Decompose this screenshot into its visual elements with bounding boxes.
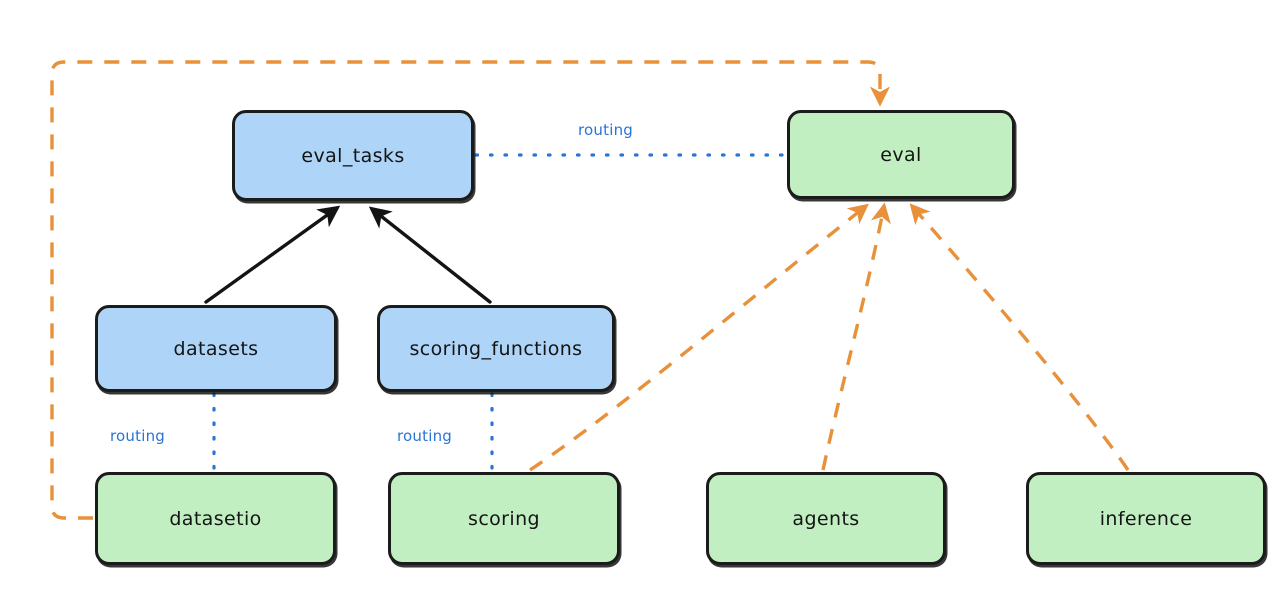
node-scoring[interactable]: scoring bbox=[388, 472, 620, 565]
node-datasets[interactable]: datasets bbox=[95, 305, 337, 392]
edge-scoring-to-eval bbox=[529, 203, 869, 472]
node-agents[interactable]: agents bbox=[706, 472, 946, 565]
edge-label-routing-eval-tasks-eval: routing bbox=[578, 121, 633, 139]
node-label-datasetio: datasetio bbox=[169, 507, 262, 530]
node-label-scoring-functions: scoring_functions bbox=[409, 337, 583, 360]
node-datasetio[interactable]: datasetio bbox=[95, 472, 336, 565]
node-label-agents: agents bbox=[792, 507, 860, 530]
node-eval-tasks[interactable]: eval_tasks bbox=[232, 110, 474, 201]
edge-datasets-to-eval-tasks bbox=[204, 205, 341, 304]
node-label-scoring: scoring bbox=[468, 507, 540, 530]
edge-scoring-functions-to-eval-tasks bbox=[368, 206, 492, 304]
node-scoring-functions[interactable]: scoring_functions bbox=[377, 305, 615, 392]
edge-label-routing-scoring-functions-scoring: routing bbox=[397, 427, 452, 445]
dependency-edges bbox=[50, 60, 1130, 520]
node-label-eval: eval bbox=[880, 143, 922, 166]
edge-inference-to-eval bbox=[909, 203, 1130, 471]
node-eval[interactable]: eval bbox=[787, 110, 1015, 199]
edge-datasetio-to-eval bbox=[50, 60, 891, 520]
edge-label-routing-datasets-datasetio: routing bbox=[110, 427, 165, 445]
composition-edges bbox=[204, 205, 492, 304]
edge-agents-to-eval bbox=[821, 202, 891, 471]
node-label-inference: inference bbox=[1099, 507, 1193, 530]
node-inference[interactable]: inference bbox=[1026, 472, 1266, 565]
node-label-eval-tasks: eval_tasks bbox=[301, 144, 405, 167]
node-label-datasets: datasets bbox=[173, 337, 259, 360]
